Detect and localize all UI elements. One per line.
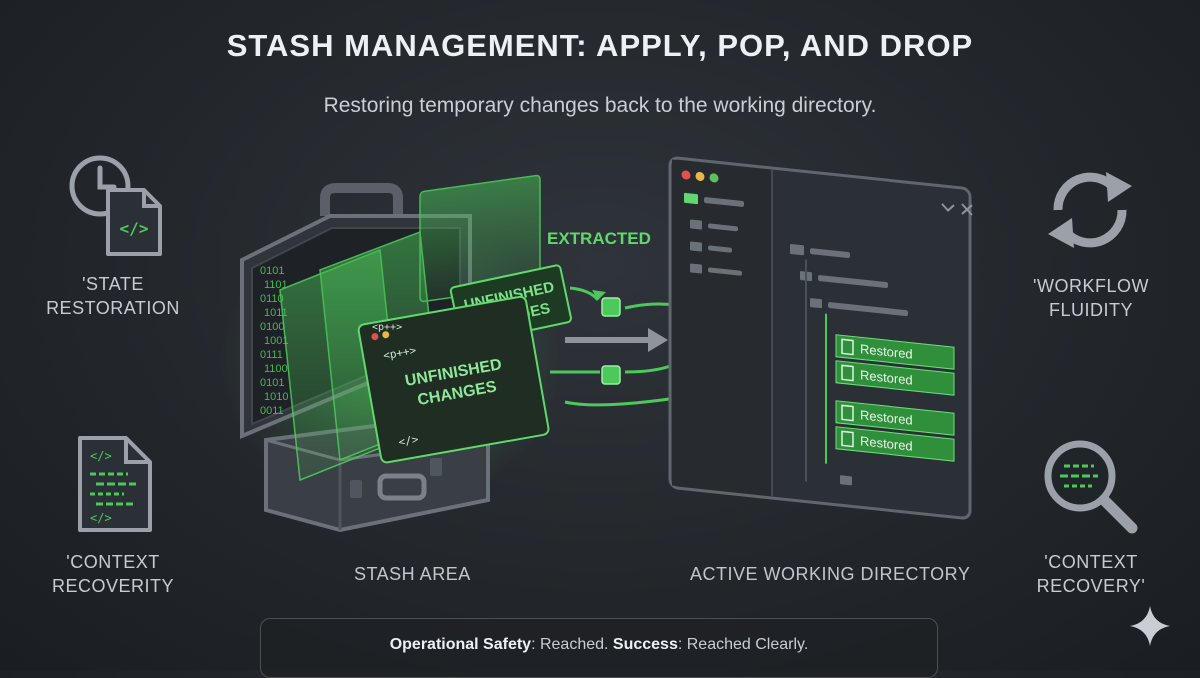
footer-text: Operational Safety: Reached. Success: Re… bbox=[261, 636, 937, 654]
binary-row: 0111 bbox=[260, 349, 283, 361]
success-value: : Reached Clearly. bbox=[677, 636, 809, 653]
restored-label-3: Restored bbox=[860, 407, 913, 427]
restored-label-2: Restored bbox=[860, 367, 913, 387]
restored-row: Restored bbox=[835, 334, 955, 370]
document-code-icon: </> </> bbox=[78, 436, 152, 532]
safety-value: : Reached. bbox=[531, 636, 613, 653]
restored-label-4: Restored bbox=[860, 433, 913, 453]
safety-label: Operational Safety bbox=[389, 636, 532, 653]
stash-flow-illustration: 0101110101101011010010010111110001011010… bbox=[220, 156, 973, 533]
status-footer: Operational Safety: Reached. Success: Re… bbox=[260, 618, 938, 678]
left-top-label-line2: RESTORATION bbox=[46, 298, 180, 318]
code-tag-3: </> bbox=[398, 433, 420, 449]
code-tag-1: <p++> bbox=[382, 344, 417, 363]
restored-label-1: Restored bbox=[860, 341, 913, 361]
binary-row: 0101 bbox=[260, 377, 284, 389]
success-label: Success bbox=[612, 636, 678, 653]
window-dot-yellow bbox=[695, 171, 705, 181]
svg-text:</>: </> bbox=[90, 449, 112, 463]
binary-row: 1010 bbox=[264, 391, 288, 403]
page-title: STASH MANAGEMENT: APPLY, POP, AND DROP bbox=[226, 28, 974, 63]
window-dot-green bbox=[709, 173, 719, 183]
sync-icon bbox=[1048, 172, 1132, 248]
binary-row: 0101 bbox=[260, 265, 284, 277]
binary-row: 0100 bbox=[260, 321, 284, 333]
clock-icon bbox=[69, 155, 131, 217]
page-subtitle: Restoring temporary changes back to the … bbox=[323, 94, 877, 117]
restored-row: Restored bbox=[835, 426, 955, 462]
code-tag-2: <p++> bbox=[372, 322, 402, 333]
stash-area-caption: STASH AREA bbox=[354, 564, 471, 584]
binary-row: 0110 bbox=[260, 293, 284, 305]
left-bottom-label-line1: 'CONTEXT bbox=[66, 552, 160, 572]
restored-row: Restored bbox=[835, 400, 955, 436]
right-top-label-line2: FLUIDITY bbox=[1048, 300, 1133, 320]
window-dot-red bbox=[681, 170, 691, 180]
left-top-label-line1: 'STATE bbox=[82, 274, 144, 294]
restored-row: Restored bbox=[835, 360, 955, 396]
directory-caption: ACTIVE WORKING DIRECTORY bbox=[690, 564, 971, 584]
magnifier-icon bbox=[1044, 440, 1138, 534]
svg-text:</>: </> bbox=[90, 511, 112, 525]
right-top-label-line1: 'WORKFLOW bbox=[1033, 276, 1149, 296]
binary-row: 1101 bbox=[264, 279, 288, 291]
left-bottom-label-line2: RECOVERITY bbox=[51, 576, 175, 596]
right-bottom-label-line2: RECOVERY' bbox=[1036, 576, 1146, 596]
code-file-icon: </> bbox=[106, 188, 162, 256]
binary-row: 0011 bbox=[260, 405, 284, 417]
sparkle-icon bbox=[1130, 606, 1170, 646]
binary-row: 1001 bbox=[264, 335, 288, 347]
binary-row: 1100 bbox=[264, 363, 288, 375]
extracted-label: EXTRACTED bbox=[547, 229, 651, 248]
right-bottom-label-line1: 'CONTEXT bbox=[1044, 552, 1138, 572]
svg-text:</>: </> bbox=[120, 219, 149, 238]
